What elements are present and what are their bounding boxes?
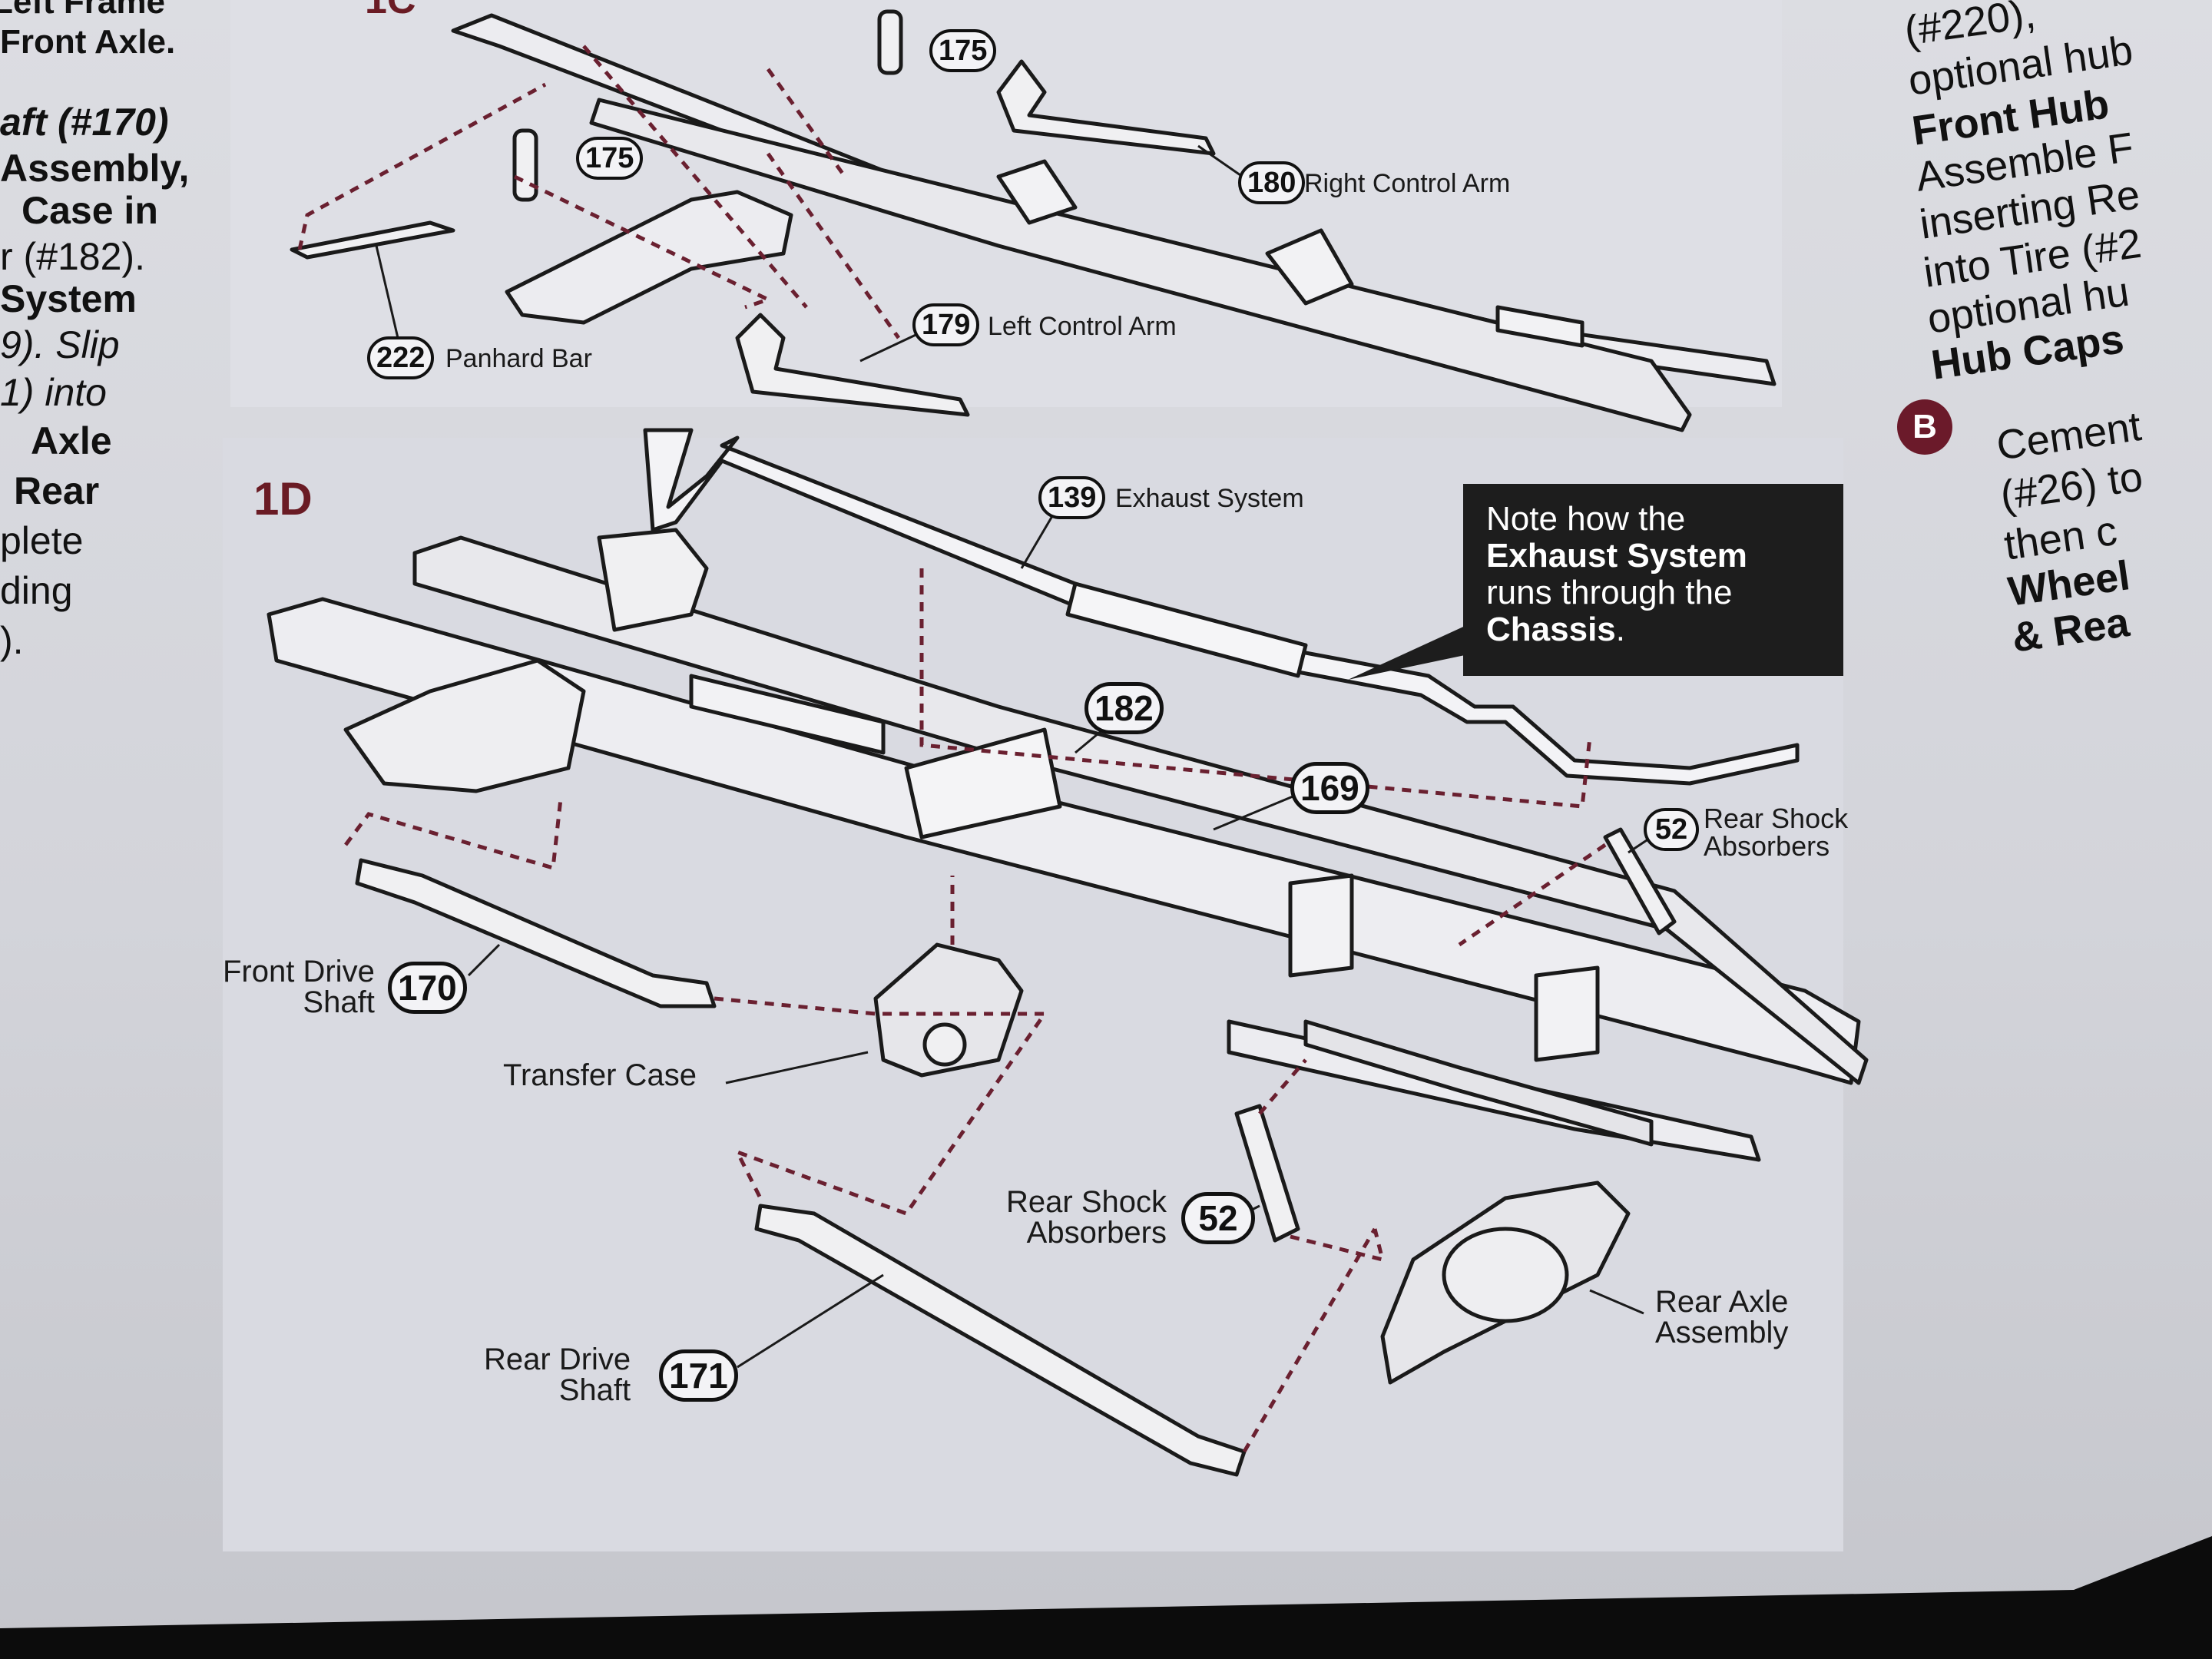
- left-text-line: Front Axle.: [0, 23, 176, 61]
- rear-shock-upper: [1603, 827, 1677, 935]
- transfer-case: [873, 942, 1024, 1078]
- note-pointer: [1348, 614, 1494, 680]
- right-control-arm: [996, 59, 1216, 156]
- note-line-bold: Chassis: [1486, 611, 1616, 648]
- part-callout-175: 175: [929, 29, 997, 72]
- front-suspension-1d: [343, 658, 586, 793]
- guide-line: [1458, 843, 1607, 947]
- step-1c-title: 1C: [365, 0, 416, 22]
- guide-line: [1290, 1228, 1386, 1263]
- left-instruction-column: Left Frame Front Axle. aft (#170) Assemb…: [0, 0, 230, 691]
- left-text-line: ).: [0, 619, 24, 662]
- part-label-rear-shock-absorbers-lower: Rear Shock Absorbers: [1006, 1185, 1167, 1250]
- shock-175b: [512, 128, 538, 202]
- left-text-line: Left Frame: [0, 0, 165, 21]
- part-label-rear-drive-shaft: Rear Drive Shaft: [484, 1343, 631, 1407]
- left-control-arm: [735, 313, 970, 417]
- part-callout-52-upper: 52: [1644, 808, 1699, 851]
- frame-rail-1c-lower: [589, 98, 1692, 432]
- part-callout-182: 182: [1084, 682, 1164, 734]
- part-callout-169: 169: [1290, 762, 1369, 814]
- note-line-bold: Exhaust System: [1486, 537, 1747, 575]
- guide-line: [582, 45, 808, 309]
- left-text-line: Assembly,: [0, 147, 190, 190]
- left-text-line: aft (#170): [0, 101, 169, 144]
- rear-drive-shaft: [754, 1204, 1247, 1477]
- left-text-line: Case in: [22, 189, 158, 232]
- guide-line: [919, 568, 1592, 809]
- left-text-line: r (#182).: [0, 235, 145, 278]
- left-text-line: plete: [0, 519, 84, 562]
- guide-line: [344, 798, 563, 871]
- shock-175a: [877, 9, 903, 75]
- panhard-bar: [290, 220, 455, 260]
- part-callout-179: 179: [912, 303, 980, 346]
- part-callout-139: 139: [1038, 476, 1106, 519]
- part-callout-222: 222: [367, 336, 435, 379]
- part-label-exhaust-system: Exhaust System: [1115, 484, 1304, 513]
- muffler: [1065, 581, 1308, 678]
- guide-line: [766, 68, 847, 178]
- part-label-left-control-arm: Left Control Arm: [988, 312, 1177, 341]
- rear-shock-lower: [1234, 1104, 1300, 1243]
- note-line-end: .: [1615, 611, 1625, 648]
- guide-line: [1242, 1227, 1377, 1453]
- part-label-rear-axle-assembly: Rear Axle Assembly: [1655, 1285, 1789, 1349]
- guide-line: [766, 152, 901, 339]
- part-label-panhard-bar: Panhard Bar: [445, 344, 592, 373]
- part-callout-170: 170: [388, 962, 467, 1014]
- frame-rail-1d-rear: [412, 535, 1869, 1085]
- part-callout-175: 175: [576, 137, 644, 180]
- part-label-rear-shock-absorbers-upper: Rear Shock Absorbers: [1704, 803, 1849, 862]
- left-text-line: Rear: [14, 469, 100, 512]
- step-1d-title: 1D: [253, 473, 313, 525]
- part-callout-52-lower: 52: [1181, 1192, 1255, 1244]
- part-callout-171: 171: [659, 1349, 738, 1402]
- part-callout-180: 180: [1238, 161, 1306, 204]
- left-text-line: 1) into: [0, 371, 107, 414]
- part-label-transfer-case: Transfer Case: [503, 1058, 697, 1092]
- guide-line: [1258, 1058, 1307, 1115]
- part-label-front-drive-shaft: Front Drive Shaft: [223, 955, 375, 1019]
- left-text-line: ding: [0, 569, 73, 612]
- front-axle-1c: [505, 190, 793, 325]
- left-text-line: Axle: [31, 419, 112, 462]
- guide-line: [714, 996, 1048, 1217]
- guide-line: [297, 82, 547, 250]
- part-label-right-control-arm: Right Control Arm: [1304, 169, 1511, 198]
- left-text-line: System: [0, 277, 137, 320]
- note-line: Note how the: [1486, 500, 1686, 538]
- front-drive-shaft: [355, 858, 717, 1008]
- step-b-badge: B: [1897, 399, 1952, 455]
- note-line: runs through the: [1486, 574, 1733, 611]
- note-box: Note how the Exhaust System runs through…: [1463, 484, 1843, 676]
- left-text-line: 9). Slip: [0, 323, 120, 366]
